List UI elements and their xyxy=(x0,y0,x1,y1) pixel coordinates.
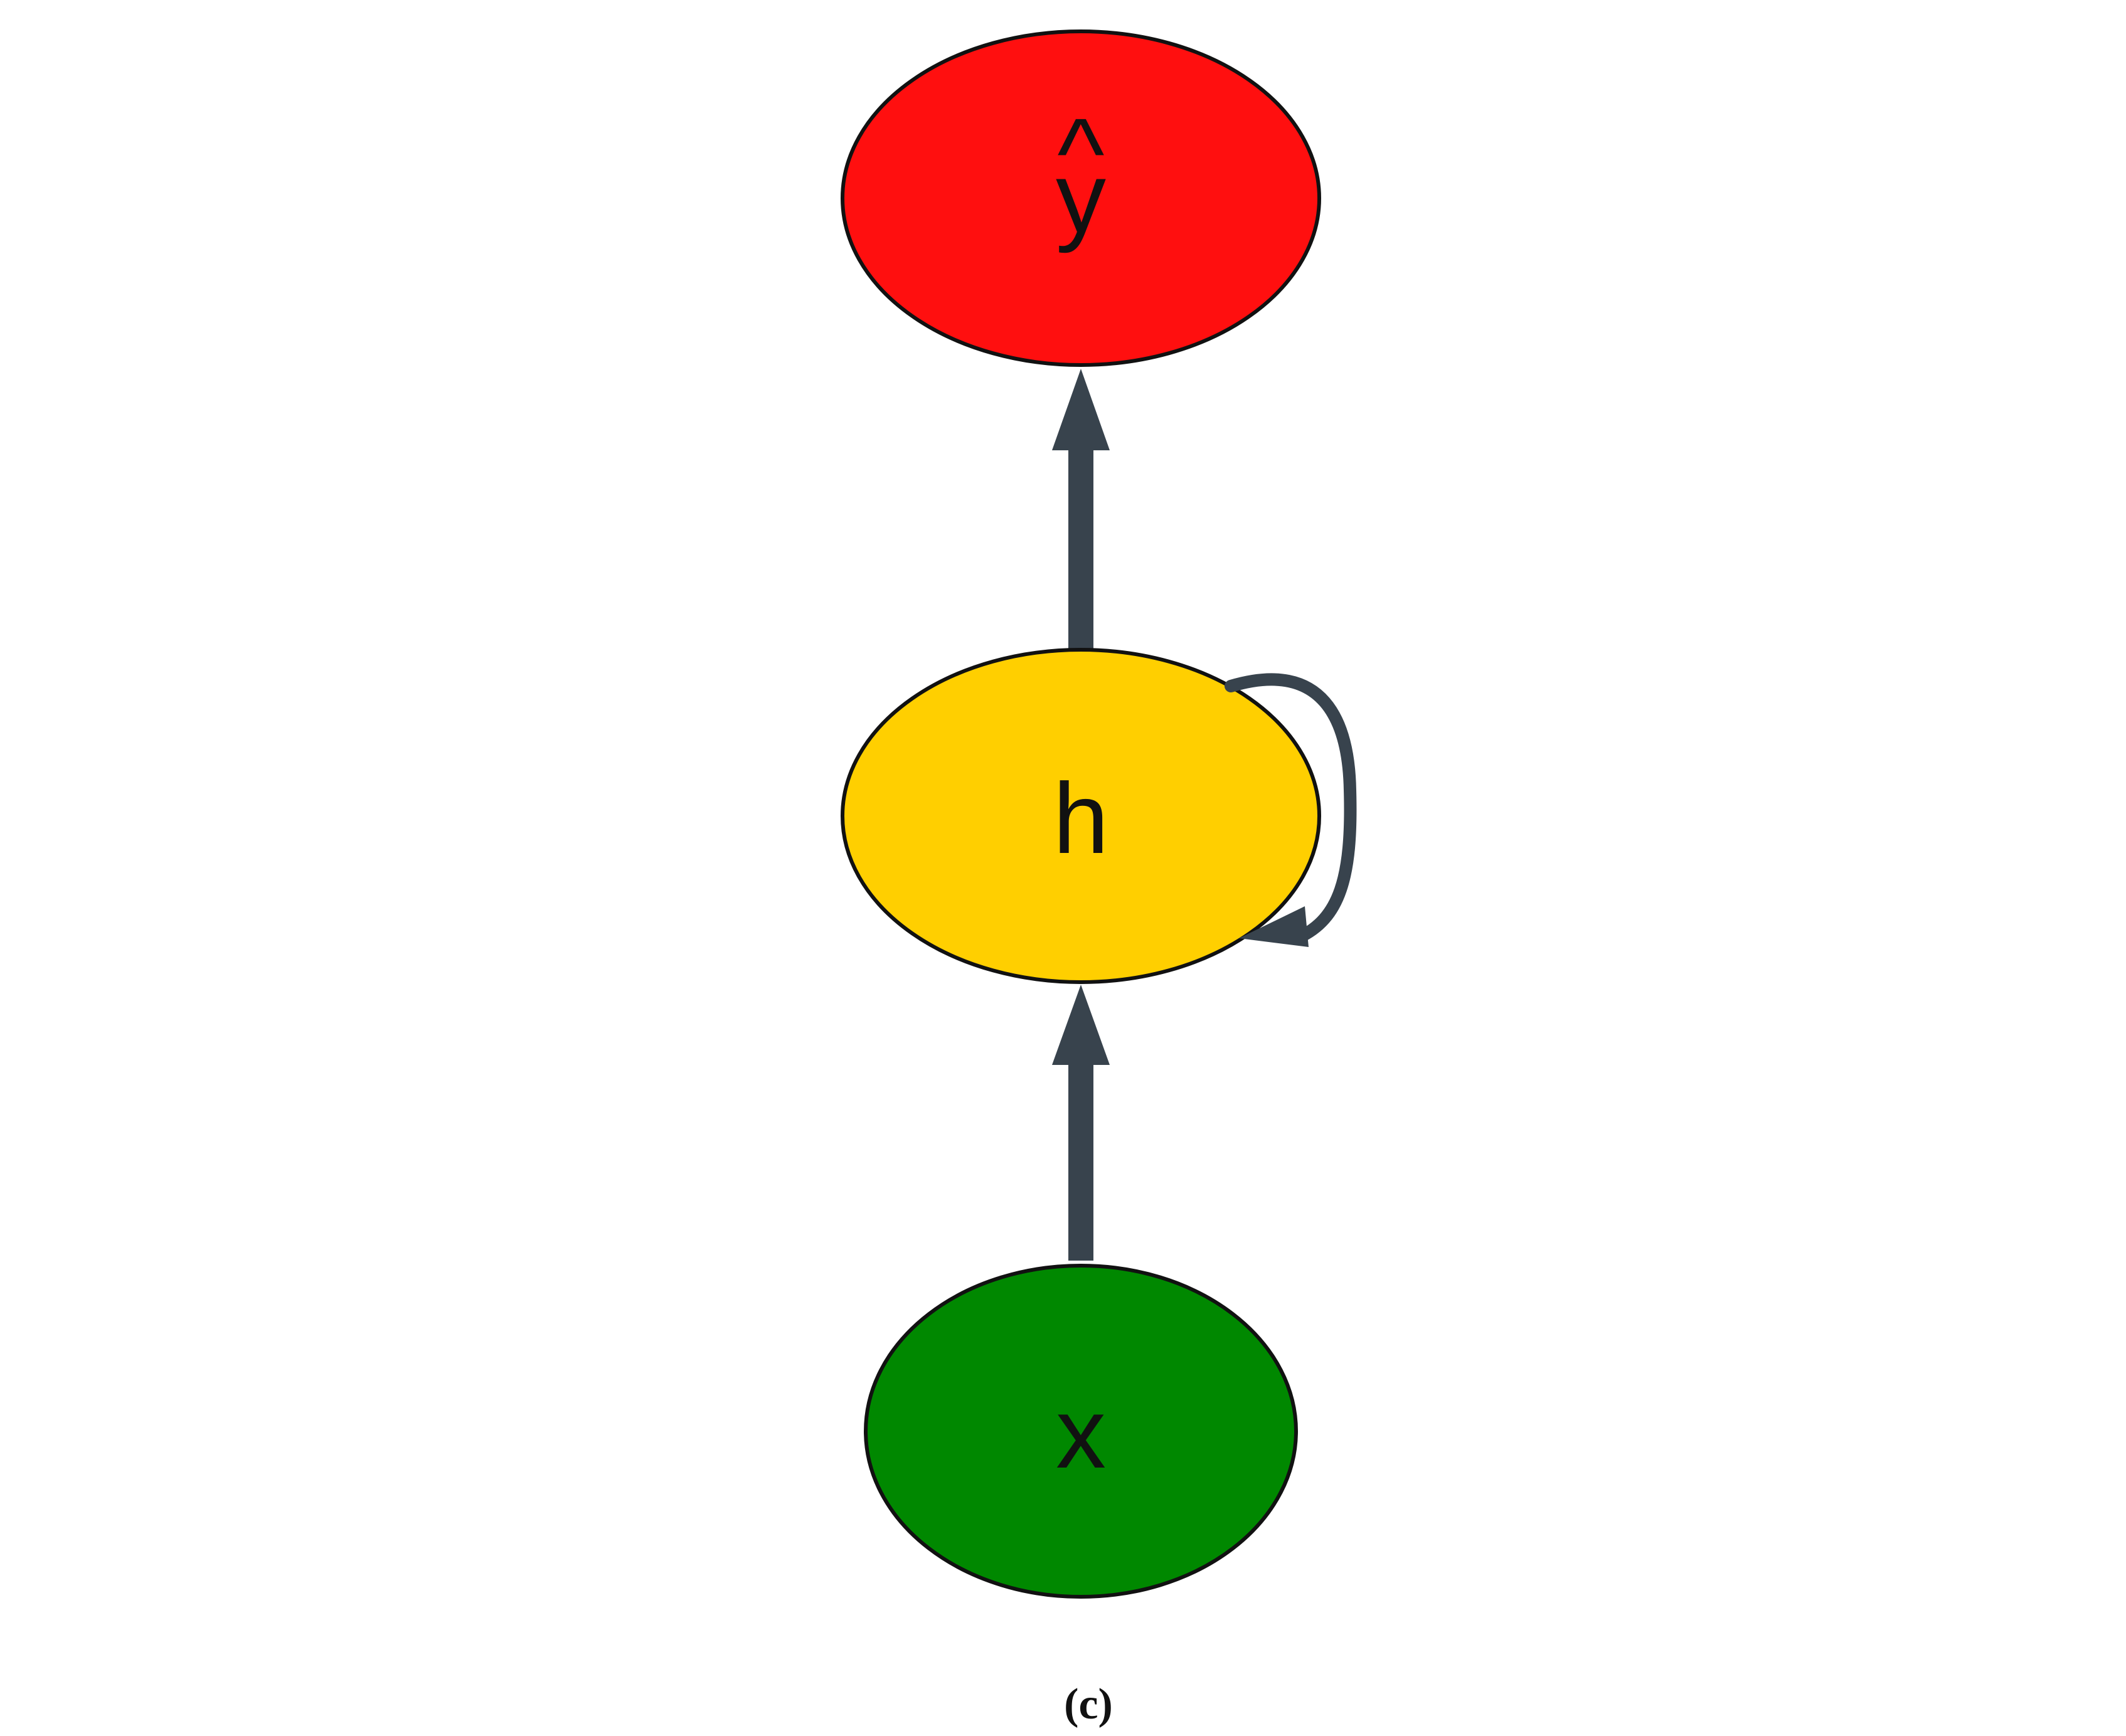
output-node-shape xyxy=(841,29,1321,367)
input-node-label: x xyxy=(1056,1377,1106,1489)
self-loop-curve xyxy=(1225,673,1357,944)
input-node-shape xyxy=(864,1264,1298,1599)
hidden-node-label: h xyxy=(1053,762,1109,874)
edge-hidden-self-loop xyxy=(1225,673,1357,947)
edge-shaft xyxy=(1068,448,1093,649)
output-node-hat: ^ xyxy=(1057,97,1104,209)
arrowhead-icon xyxy=(1239,906,1309,947)
edge-input-to-hidden xyxy=(1052,985,1110,1261)
arrowhead-icon xyxy=(1052,985,1110,1065)
edge-shaft xyxy=(1068,1063,1093,1261)
hidden-node-shape xyxy=(841,648,1321,984)
figure-caption: (c) xyxy=(1064,1680,1113,1728)
hidden-node: h xyxy=(841,648,1321,984)
output-node: ^ y xyxy=(841,29,1321,367)
edge-hidden-to-output xyxy=(1052,369,1110,649)
output-node-label: y xyxy=(1056,141,1106,253)
arrowhead-icon xyxy=(1052,369,1110,450)
input-node: x xyxy=(864,1264,1298,1599)
